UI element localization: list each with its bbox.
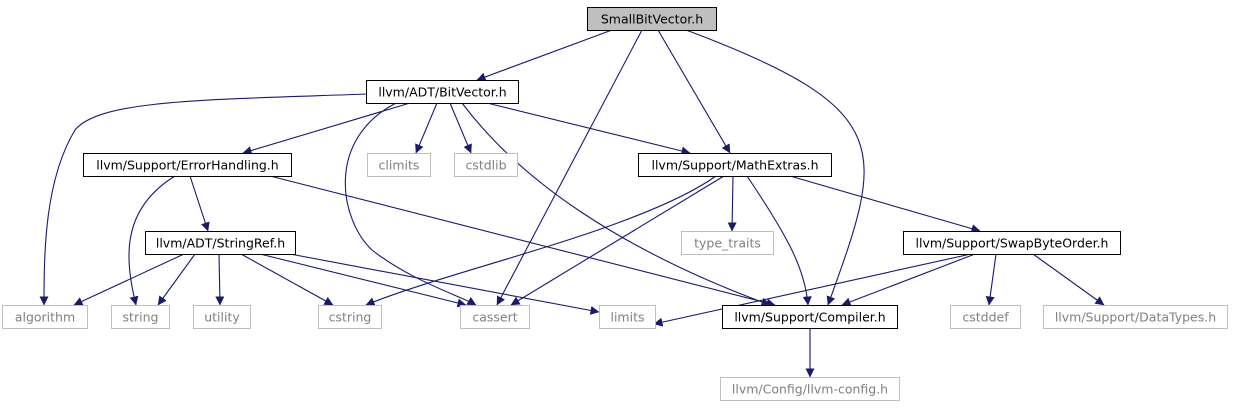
node-cstdlib: cstdlib [454,153,518,177]
node-stringref[interactable]: llvm/ADT/StringRef.h [145,231,296,255]
node-utility: utility [193,305,251,329]
node-box [367,153,431,177]
node-label: cstdlib [465,158,506,173]
node-box [454,153,518,177]
node-box [950,305,1021,329]
node-label: string [123,310,159,325]
edge-stringref-to-cstring [240,253,334,306]
edge-bitvector-to-errorhandling [242,102,411,155]
node-box [318,305,382,329]
edge-swapbyteorder-to-limits [653,253,972,327]
node-label: llvm/Support/SwapByteOrder.h [916,236,1109,251]
node-box [722,305,898,329]
node-cassert: cassert [460,305,530,329]
node-bitvector[interactable]: llvm/ADT/BitVector.h [366,80,519,104]
node-label: llvm/ADT/StringRef.h [156,236,285,251]
edge-bitvector-to-climits [415,102,438,154]
edge-mathextras-to-compiler [746,175,812,306]
node-box [366,80,519,104]
node-limits: limits [599,305,656,329]
edge-bitvector-to-cassert [344,102,477,306]
edge-errorhandling-to-stringref [189,175,210,232]
node-label: llvm/ADT/BitVector.h [378,85,506,100]
edge-smallbitvector-to-compiler [685,29,865,306]
edge-errorhandling-to-compiler [269,175,776,308]
node-mathextras[interactable]: llvm/Support/MathExtras.h [638,153,832,177]
edge-mathextras-to-cassert [510,175,725,306]
node-label: utility [204,310,240,325]
edge-mathextras-to-type_traits [727,175,737,232]
edge-bitvector-to-algorithm [39,93,369,306]
node-box [193,305,251,329]
node-string: string [111,305,170,329]
edge-stringref-to-cassert [259,253,467,308]
node-box [2,305,88,329]
edge-swapbyteorder-to-cstddef [985,253,997,306]
nodes-layer: SmallBitVector.h llvm/ADT/BitVector.h llvm… [2,7,1228,401]
edge-bitvector-to-cstdlib [449,102,472,154]
node-label: algorithm [15,310,75,325]
node-label: cstddef [962,310,1009,325]
node-label: limits [610,310,644,325]
edge-stringref-to-string [157,253,196,306]
node-label: climits [379,158,420,173]
node-box [587,7,717,31]
node-box [460,305,530,329]
node-label: llvm/Support/DataTypes.h [1055,310,1216,325]
edge-bitvector-to-mathextras [486,102,691,156]
node-cstring: cstring [318,305,382,329]
edge-mathextras-to-swapbyteorder [789,175,981,233]
edge-smallbitvector-to-mathextras [657,29,731,154]
node-label: cstring [329,310,372,325]
node-label: llvm/Config/llvm-config.h [732,382,888,397]
node-smallbitvector[interactable]: SmallBitVector.h [587,7,717,31]
edge-stringref-to-algorithm [73,253,185,306]
edge-mathextras-to-cstring [365,175,717,306]
node-datatypes: llvm/Support/DataTypes.h [1043,305,1228,329]
node-box [83,153,292,177]
edge-swapbyteorder-to-datatypes [1032,253,1105,306]
edge-errorhandling-to-string [128,175,176,306]
node-box [111,305,170,329]
node-cstddef: cstddef [950,305,1021,329]
node-label: cassert [472,310,517,325]
edge-smallbitvector-to-bitvector [476,29,613,82]
node-box [638,153,832,177]
node-box [681,231,774,255]
edge-swapbyteorder-to-compiler [841,253,976,307]
edge-stringref-to-limits [289,253,600,315]
node-box [145,231,296,255]
node-llvmconfig: llvm/Config/llvm-config.h [720,377,900,401]
edges-layer [39,29,1105,378]
node-box [720,377,900,401]
node-label: llvm/Support/Compiler.h [734,310,885,325]
node-compiler[interactable]: llvm/Support/Compiler.h [722,305,898,329]
edge-stringref-to-utility [215,253,225,306]
node-climits: climits [367,153,431,177]
node-swapbyteorder[interactable]: llvm/Support/SwapByteOrder.h [903,231,1121,255]
node-box [599,305,656,329]
node-box [1043,305,1228,329]
node-errorhandling[interactable]: llvm/Support/ErrorHandling.h [83,153,292,177]
edge-bitvector-to-compiler [461,102,771,307]
node-label: SmallBitVector.h [601,12,703,27]
node-algorithm: algorithm [2,305,88,329]
node-label: llvm/Support/MathExtras.h [651,158,818,173]
edge-smallbitvector-to-cassert [496,29,643,306]
node-type_traits: type_traits [681,231,774,255]
node-box [903,231,1121,255]
node-label: llvm/Support/ErrorHandling.h [96,158,278,173]
node-label: type_traits [694,236,761,251]
